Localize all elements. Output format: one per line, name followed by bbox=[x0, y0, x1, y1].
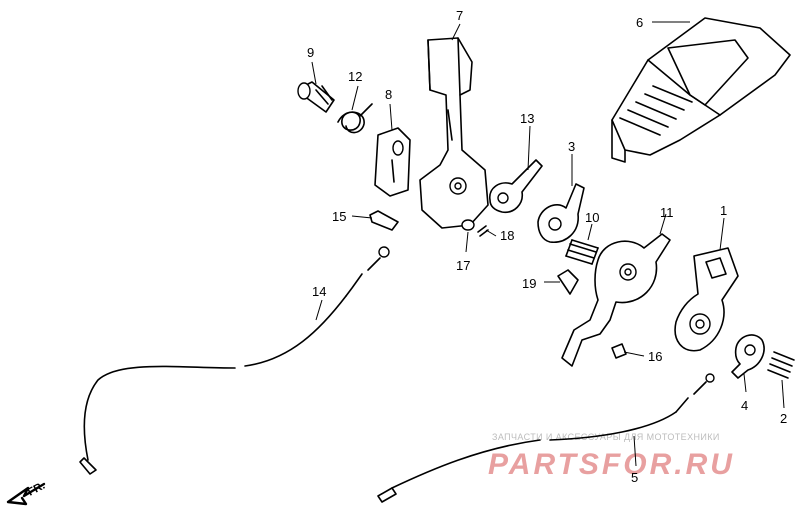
part-18-pin bbox=[477, 225, 489, 237]
front-direction-label: FR. bbox=[26, 480, 47, 499]
part-10-spring bbox=[565, 239, 599, 265]
callout-14: 14 bbox=[312, 284, 326, 299]
callout-9: 9 bbox=[307, 45, 314, 60]
callout-15: 15 bbox=[332, 209, 346, 224]
part-13-arm bbox=[489, 159, 543, 214]
part-11-base bbox=[561, 233, 671, 367]
part-3-cam bbox=[537, 183, 585, 243]
part-4-knob bbox=[731, 334, 765, 379]
callout-3: 3 bbox=[568, 139, 575, 154]
leader-lines bbox=[311, 21, 785, 467]
part-9-bolt bbox=[297, 81, 335, 113]
watermark-tagline: ЗАПЧАСТИ И АКСЕССУАРЫ ДЛЯ МОТОТЕХНИКИ bbox=[492, 432, 720, 442]
callout-16: 16 bbox=[648, 349, 662, 364]
part-1-housing bbox=[674, 247, 739, 352]
callout-17: 17 bbox=[456, 258, 470, 273]
front-direction-arrow: FR. bbox=[6, 480, 47, 506]
part-5-cable bbox=[377, 373, 715, 503]
part-12-spring bbox=[337, 103, 373, 134]
callout-18: 18 bbox=[500, 228, 514, 243]
part-16-screw bbox=[611, 343, 627, 359]
callout-8: 8 bbox=[385, 87, 392, 102]
watermark-logo: PARTSFOR.RU bbox=[488, 448, 735, 481]
callout-2: 2 bbox=[780, 411, 787, 426]
callout-6: 6 bbox=[636, 15, 643, 30]
part-19-bolt bbox=[557, 269, 579, 295]
callout-10: 10 bbox=[585, 210, 599, 225]
callout-4: 4 bbox=[741, 398, 748, 413]
part-7-lever bbox=[419, 37, 489, 229]
callout-1: 1 bbox=[720, 203, 727, 218]
callout-labels: 1 2 3 4 5 6 7 8 9 10 11 12 13 14 15 16 1… bbox=[307, 8, 787, 485]
part-15-bolt bbox=[369, 210, 399, 231]
part-17-washer bbox=[461, 219, 475, 231]
callout-19: 19 bbox=[522, 276, 536, 291]
part-14-cable bbox=[79, 246, 390, 475]
part-6-cover bbox=[611, 17, 791, 163]
callout-12: 12 bbox=[348, 69, 362, 84]
callout-11: 11 bbox=[660, 205, 674, 220]
watermark: ЗАПЧАСТИ И АКСЕССУАРЫ ДЛЯ МОТОТЕХНИКИ PA… bbox=[488, 432, 735, 481]
callout-7: 7 bbox=[456, 8, 463, 23]
part-8-bracket bbox=[374, 127, 411, 197]
callout-13: 13 bbox=[520, 111, 534, 126]
callout-5: 5 bbox=[631, 470, 638, 485]
part-2-spring bbox=[767, 351, 795, 379]
